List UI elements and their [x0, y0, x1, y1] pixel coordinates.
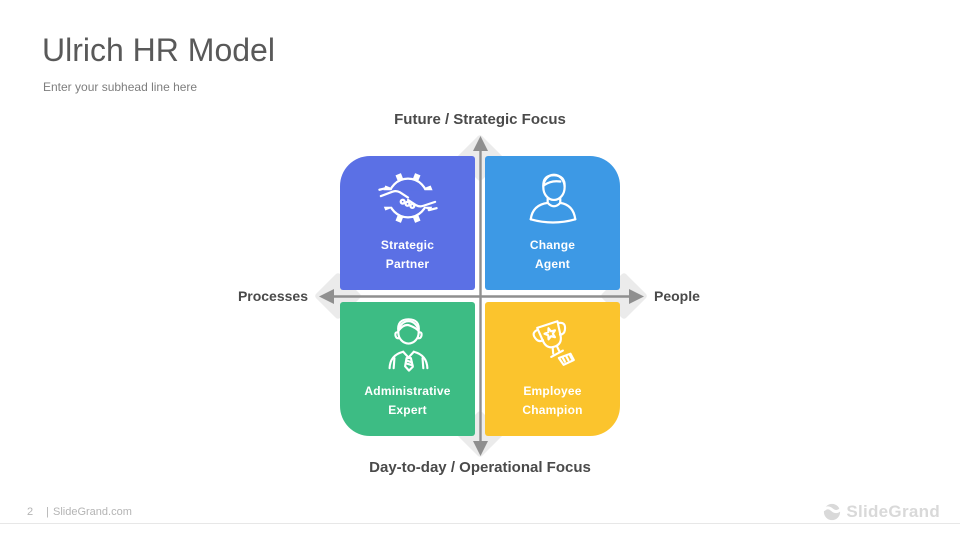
axis-label-left: Processes: [237, 288, 308, 304]
slidegrand-logo-icon: [823, 503, 842, 521]
quadrant-employee-champion: Employee Champion: [485, 302, 620, 436]
brand-name: SlideGrand: [846, 502, 940, 521]
quadrant-administrative-expert: Administrative Expert: [340, 302, 475, 436]
slide-title: Ulrich HR Model: [42, 32, 275, 68]
axis-label-right: People: [654, 288, 700, 304]
brand-logo: SlideGrand: [823, 502, 940, 522]
handshake-gear-icon: [377, 173, 438, 223]
slide-subhead: Enter your subhead line here: [43, 80, 198, 94]
quadrant-change-agent: Change Agent: [485, 156, 620, 290]
footer: 2 | SlideGrand.com: [27, 506, 132, 518]
businessman-icon: [388, 318, 428, 372]
footer-separator: |: [46, 506, 49, 518]
axis-label-top: Future / Strategic Focus: [394, 111, 566, 128]
footer-site: SlideGrand.com: [52, 506, 132, 518]
quadrant-label-employee-champion: Employee Champion: [522, 384, 583, 417]
page-number: 2: [27, 506, 34, 518]
quadrant-label-change-agent: Change Agent: [529, 238, 576, 271]
person-bust-icon: [529, 173, 576, 224]
footer-divider: [0, 523, 960, 524]
quadrant-strategic-partner: Strategic Partner: [340, 156, 475, 290]
quadrant-label-administrative-expert: Administrative Expert: [364, 384, 451, 417]
quadrant-label-strategic-partner: Strategic Partner: [380, 238, 435, 271]
axis-label-bottom: Day-to-day / Operational Focus: [369, 459, 591, 476]
trophy-star-icon: [532, 320, 575, 366]
